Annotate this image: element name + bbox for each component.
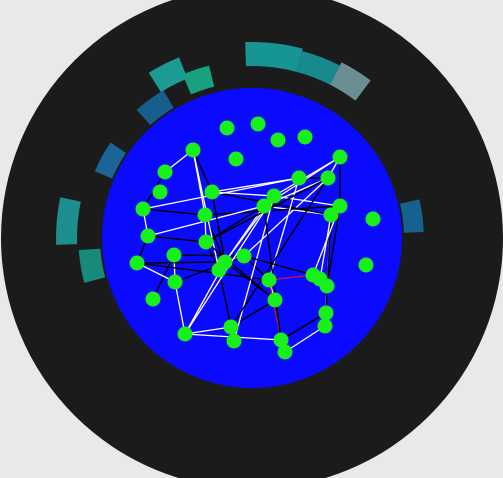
node[interactable] xyxy=(145,291,161,307)
node[interactable] xyxy=(140,228,156,244)
node[interactable] xyxy=(291,170,307,186)
node[interactable] xyxy=(236,248,252,264)
node[interactable] xyxy=(266,188,282,204)
node[interactable] xyxy=(135,201,151,217)
edge xyxy=(233,195,275,342)
node[interactable] xyxy=(261,272,277,288)
arc-segment xyxy=(148,57,188,93)
edge xyxy=(230,177,329,328)
edge xyxy=(192,149,213,193)
edge xyxy=(268,279,282,341)
edge xyxy=(218,269,232,328)
node[interactable] xyxy=(323,207,339,223)
node[interactable] xyxy=(198,234,214,250)
edge xyxy=(136,261,226,264)
node[interactable] xyxy=(223,319,239,335)
node[interactable] xyxy=(219,120,235,136)
arc-segments-layer xyxy=(56,41,424,283)
edge xyxy=(173,254,245,257)
node[interactable] xyxy=(166,247,182,263)
node[interactable] xyxy=(211,262,227,278)
arc-segment xyxy=(78,248,106,283)
node[interactable] xyxy=(319,278,335,294)
node[interactable] xyxy=(365,211,381,227)
node[interactable] xyxy=(270,132,286,148)
node[interactable] xyxy=(267,292,283,308)
node[interactable] xyxy=(318,305,334,321)
node[interactable] xyxy=(332,149,348,165)
arc-segment xyxy=(330,62,371,101)
edge xyxy=(280,312,327,341)
edge xyxy=(273,195,341,207)
node[interactable] xyxy=(226,333,242,349)
node[interactable] xyxy=(320,170,336,186)
node[interactable] xyxy=(197,207,213,223)
node[interactable] xyxy=(167,274,183,290)
edge xyxy=(142,177,300,210)
edge xyxy=(184,326,232,335)
edge xyxy=(204,205,341,216)
edge xyxy=(243,177,329,257)
node[interactable] xyxy=(250,116,266,132)
edge xyxy=(152,254,175,300)
edge xyxy=(319,214,332,280)
edge xyxy=(284,325,326,353)
node[interactable] xyxy=(228,151,244,167)
arc-segment xyxy=(94,142,126,179)
node[interactable] xyxy=(185,142,201,158)
edge xyxy=(205,241,276,301)
edge xyxy=(326,205,341,287)
node[interactable] xyxy=(157,164,173,180)
arc-segment xyxy=(56,197,81,245)
nodes-layer xyxy=(129,116,381,360)
edge xyxy=(268,177,300,281)
arc-segment xyxy=(245,41,303,72)
node[interactable] xyxy=(177,326,193,342)
edge xyxy=(147,235,207,243)
edge xyxy=(174,281,186,335)
node[interactable] xyxy=(297,129,313,145)
edge xyxy=(263,205,282,341)
arc-segment xyxy=(136,90,174,126)
edge xyxy=(142,208,206,216)
arc-segment xyxy=(296,50,340,85)
node[interactable] xyxy=(152,184,168,200)
node[interactable] xyxy=(129,255,145,271)
node[interactable] xyxy=(358,257,374,273)
node[interactable] xyxy=(317,318,333,334)
edge xyxy=(230,299,276,328)
node[interactable] xyxy=(204,184,220,200)
edge xyxy=(211,191,226,263)
arc-segment xyxy=(182,65,215,95)
arc-segment xyxy=(400,199,424,233)
edge xyxy=(243,255,314,276)
node[interactable] xyxy=(273,332,289,348)
node[interactable] xyxy=(256,198,272,214)
node[interactable] xyxy=(277,344,293,360)
